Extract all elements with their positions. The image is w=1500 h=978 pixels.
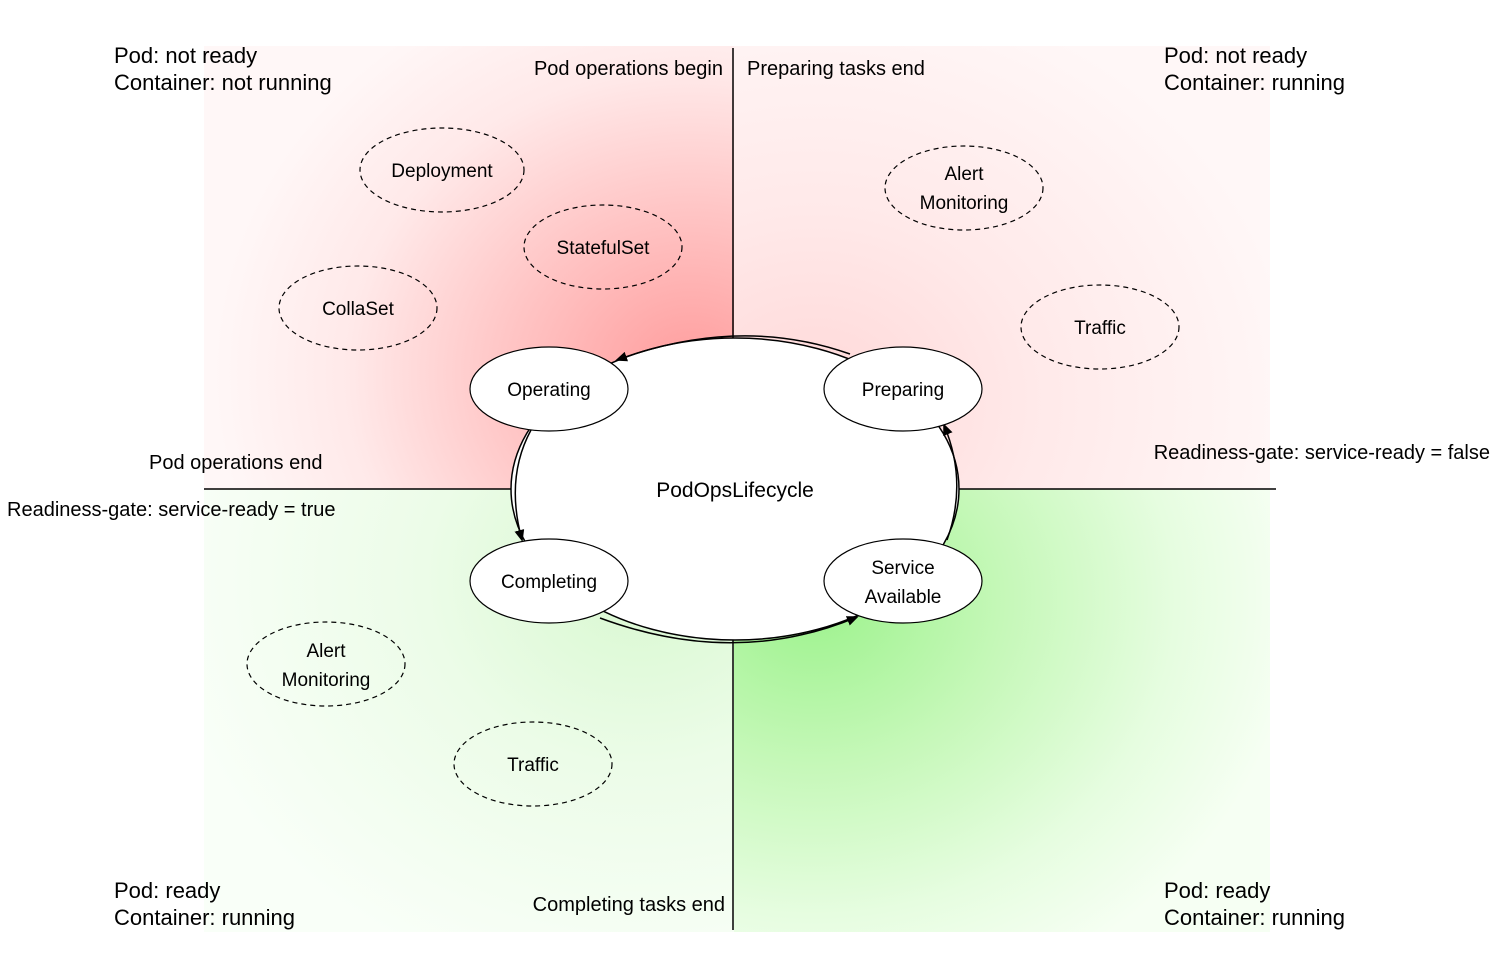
stage-preparing: Preparing: [823, 346, 983, 432]
lifecycle-title: PodOpsLifecycle: [656, 479, 814, 502]
target-traffic-preparing: Traffic: [1020, 284, 1180, 370]
arrow-completing-to-service-available: [599, 616, 859, 644]
target-alert-monitoring-preparing: Alert Monitoring: [884, 145, 1044, 231]
svg-text:Traffic: Traffic: [1074, 318, 1126, 339]
svg-text:Alert: Alert: [306, 641, 346, 662]
target-traffic-completing: Traffic: [453, 721, 613, 807]
svg-text:CollaSet: CollaSet: [322, 299, 395, 320]
svg-text:StatefulSet: StatefulSet: [557, 238, 651, 259]
label-readiness-gate-true: Readiness-gate: service-ready = true: [7, 499, 336, 521]
state-top-right: Pod: not ready Container: running: [1164, 43, 1346, 95]
label-pod-operations-end: Pod operations end: [149, 452, 323, 474]
target-alert-monitoring-completing: Alert Monitoring: [246, 621, 406, 707]
arrow-preparing-to-operating: [615, 335, 851, 362]
label-completing-tasks-end: Completing tasks end: [532, 894, 725, 916]
svg-text:Service: Service: [871, 558, 934, 579]
svg-text:Operating: Operating: [507, 380, 590, 401]
stage-service-available: Service Available: [823, 538, 983, 624]
svg-text:Deployment: Deployment: [391, 161, 493, 182]
svg-text:Monitoring: Monitoring: [920, 193, 1009, 214]
label-preparing-tasks-end: Preparing tasks end: [747, 58, 925, 80]
target-deployment: Deployment: [359, 127, 525, 213]
state-bottom-left: Pod: ready Container: running: [114, 878, 296, 930]
svg-text:Available: Available: [865, 587, 942, 608]
svg-text:Preparing: Preparing: [862, 380, 944, 401]
svg-text:Traffic: Traffic: [507, 755, 559, 776]
state-top-left: Pod: not ready Container: not running: [114, 43, 332, 95]
target-statefulset: StatefulSet: [523, 204, 683, 290]
label-readiness-gate-false: Readiness-gate: service-ready = false: [1153, 442, 1490, 464]
state-bottom-right: Pod: ready Container: running: [1164, 878, 1346, 930]
svg-text:Monitoring: Monitoring: [282, 670, 371, 691]
svg-text:Completing: Completing: [501, 572, 597, 593]
stage-completing: Completing: [469, 538, 629, 624]
svg-text:Alert: Alert: [944, 164, 984, 185]
arrow-service-available-to-preparing: [943, 423, 958, 541]
arrow-operating-to-completing: [514, 429, 532, 542]
target-collaset: CollaSet: [278, 265, 438, 351]
label-pod-operations-begin: Pod operations begin: [533, 58, 723, 80]
stage-operating: Operating: [469, 346, 629, 432]
